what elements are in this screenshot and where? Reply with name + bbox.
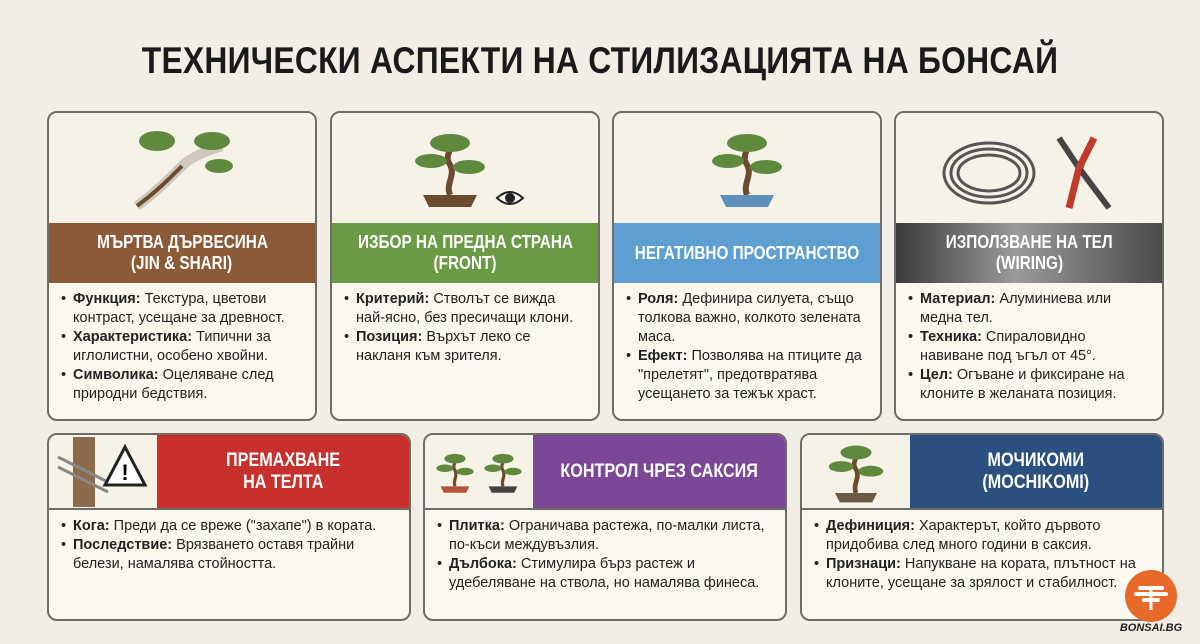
card-2: НЕГАТИВНО ПРОСТРАНСТВО Роля: Дефинира си… xyxy=(612,111,882,421)
card-title: ПРЕМАХВАНЕ xyxy=(225,449,341,471)
card-body: Дефиниция: Характерът, който дървото при… xyxy=(802,510,1162,593)
bullet-key: Цел: xyxy=(920,367,953,383)
card-title: МОЧИКОМИ xyxy=(987,449,1085,471)
card-bottom-2: МОЧИКОМИ(MOCHIKOMI) Дефиниция: Характеръ… xyxy=(800,433,1164,621)
wire-pliers-icon xyxy=(896,113,1162,223)
bullet-text: Преди да се вреже ("захапе") в кората. xyxy=(109,518,377,534)
bullet-text: Дефинира силуета, също толкова важно, ко… xyxy=(638,291,861,345)
bullet-text: Стимулира бърз растеж и удебеляване на с… xyxy=(449,556,760,591)
bullet-key: Последствие: xyxy=(73,537,173,553)
bullet-text: Врязването оставя трайни белези, намаляв… xyxy=(73,537,355,572)
bullet-key: Кога: xyxy=(73,518,110,534)
card-subtitle: (MOCHIKOMI) xyxy=(982,471,1090,493)
bullet-text: Оцеляване след природни бедствия. xyxy=(73,367,274,402)
wire-warning-icon: ! xyxy=(49,435,157,508)
bullet-item: Роля: Дефинира силуета, също толкова важ… xyxy=(626,290,870,347)
card-subtitle: НА ТЕЛТА xyxy=(242,471,324,493)
bullet-key: Плитка: xyxy=(449,518,505,534)
card-header: ИЗПОЛЗВАНЕ НА ТЕЛ(WIRING) xyxy=(896,223,1162,283)
bullet-item: Плитка: Ограничава растежа, по-малки лис… xyxy=(437,517,775,555)
card-header: МОЧИКОМИ(MOCHIKOMI) xyxy=(910,435,1162,508)
bonsai-bg-logo: BONSAI.BG xyxy=(1120,570,1183,634)
bullet-key: Роля: xyxy=(638,291,679,307)
bullet-text: Напукване на кората, плътност на клоните… xyxy=(826,556,1136,591)
bullet-item: Символика: Оцеляване след природни бедст… xyxy=(61,366,305,404)
bullet-item: Последствие: Врязването оставя трайни бе… xyxy=(61,536,399,574)
bullet-text: Характерът, който дървото придобива след… xyxy=(826,518,1101,553)
bullet-item: Техника: Спираловидно навиване под ъгъл … xyxy=(908,328,1152,366)
card-bottom-1: КОНТРОЛ ЧРЕЗ САКСИЯ Плитка: Ограничава р… xyxy=(423,433,787,621)
card-header: НЕГАТИВНО ПРОСТРАНСТВО xyxy=(614,223,880,283)
bullet-text: Стволът се вижда най-ясно, без пресичащи… xyxy=(356,291,574,326)
bullet-key: Функция: xyxy=(73,291,141,307)
card-subtitle: (FRONT) xyxy=(433,253,497,273)
deadwood-tree-icon xyxy=(49,113,315,223)
bullet-key: Техника: xyxy=(920,329,982,345)
two-pots-icon xyxy=(425,435,533,508)
card-body: Кога: Преди да се вреже ("захапе") в кор… xyxy=(49,510,409,574)
svg-text:BONSAI.BG: BONSAI.BG xyxy=(1120,622,1183,634)
bullet-item: Характеристика: Типични за иглолистни, о… xyxy=(61,328,305,366)
bullet-text: Огъване и фиксиране на клоните в желанат… xyxy=(920,367,1125,402)
bullet-key: Позиция: xyxy=(356,329,423,345)
bullet-key: Признаци: xyxy=(826,556,901,572)
bullet-item: Позиция: Върхът леко се накланя към зрит… xyxy=(344,328,588,366)
bullet-text: Типични за иглолистни, особено хвойни. xyxy=(73,329,271,364)
bullet-key: Критерий: xyxy=(356,291,430,307)
card-subtitle: (WIRING) xyxy=(995,253,1063,273)
bullet-text: Върхът леко се накланя към зрителя. xyxy=(356,329,531,364)
bullet-item: Кога: Преди да се вреже ("захапе") в кор… xyxy=(61,517,399,536)
bullet-text: Позволява на птиците да "прелетят", пред… xyxy=(638,348,862,402)
bonsai-eye-icon xyxy=(332,113,598,223)
card-title: ИЗБОР НА ПРЕДНА СТРАНА xyxy=(357,232,573,252)
bullet-text: Алуминиева или медна тел. xyxy=(920,291,1112,326)
bullet-key: Характеристика: xyxy=(73,329,193,345)
bullet-text: Ограничава растежа, по-малки листа, по-к… xyxy=(449,518,765,553)
card-title: НЕГАТИВНО ПРОСТРАНСТВО xyxy=(634,242,860,263)
bullet-item: Ефект: Позволява на птиците да "прелетят… xyxy=(626,347,870,404)
bullet-key: Символика: xyxy=(73,367,159,383)
page-title: ТЕХНИЧЕСКИ АСПЕКТИ НА СТИЛИЗАЦИЯТА НА БО… xyxy=(141,40,1059,81)
card-title: ИЗПОЛЗВАНЕ НА ТЕЛ xyxy=(945,232,1113,252)
card-body: Материал: Алуминиева или медна тел.Техни… xyxy=(896,283,1162,404)
bullet-item: Функция: Текстура, цветови контраст, усе… xyxy=(61,290,305,328)
card-0: МЪРТВА ДЪРВЕСИНА(JIN & SHARI) Функция: Т… xyxy=(47,111,317,421)
bullet-key: Дълбока: xyxy=(449,556,517,572)
card-title: МЪРТВА ДЪРВЕСИНА xyxy=(96,232,268,252)
card-1: ИЗБОР НА ПРЕДНА СТРАНА(FRONT) Критерий: … xyxy=(330,111,600,421)
bullet-key: Дефиниция: xyxy=(826,518,915,534)
bullet-key: Материал: xyxy=(920,291,996,307)
card-header: МЪРТВА ДЪРВЕСИНА(JIN & SHARI) xyxy=(49,223,315,283)
card-subtitle: (JIN & SHARI) xyxy=(131,253,233,273)
bullet-key: Ефект: xyxy=(638,348,688,364)
bullet-item: Материал: Алуминиева или медна тел. xyxy=(908,290,1152,328)
card-body: Плитка: Ограничава растежа, по-малки лис… xyxy=(425,510,785,593)
bullet-item: Признаци: Напукване на кората, плътност … xyxy=(814,555,1152,593)
bullet-item: Критерий: Стволът се вижда най-ясно, без… xyxy=(344,290,588,328)
card-body: Критерий: Стволът се вижда най-ясно, без… xyxy=(332,283,598,366)
card-header: КОНТРОЛ ЧРЕЗ САКСИЯ xyxy=(533,435,785,508)
bullet-text: Спираловидно навиване под ъгъл от 45°. xyxy=(920,329,1096,364)
card-body: Роля: Дефинира силуета, също толкова важ… xyxy=(614,283,880,404)
card-3: ИЗПОЛЗВАНЕ НА ТЕЛ(WIRING) Материал: Алум… xyxy=(894,111,1164,421)
card-title: КОНТРОЛ ЧРЕЗ САКСИЯ xyxy=(560,460,758,482)
bullet-item: Дълбока: Стимулира бърз растеж и удебеля… xyxy=(437,555,775,593)
bullet-item: Дефиниция: Характерът, който дървото при… xyxy=(814,517,1152,555)
bonsai-icon xyxy=(802,435,910,508)
svg-text:!: ! xyxy=(121,460,128,485)
card-header: ИЗБОР НА ПРЕДНА СТРАНА(FRONT) xyxy=(332,223,598,283)
bonsai-blue-pot-icon xyxy=(614,113,880,223)
bullet-text: Текстура, цветови контраст, усещане за д… xyxy=(73,291,285,326)
card-body: Функция: Текстура, цветови контраст, усе… xyxy=(49,283,315,404)
bullet-item: Цел: Огъване и фиксиране на клоните в же… xyxy=(908,366,1152,404)
